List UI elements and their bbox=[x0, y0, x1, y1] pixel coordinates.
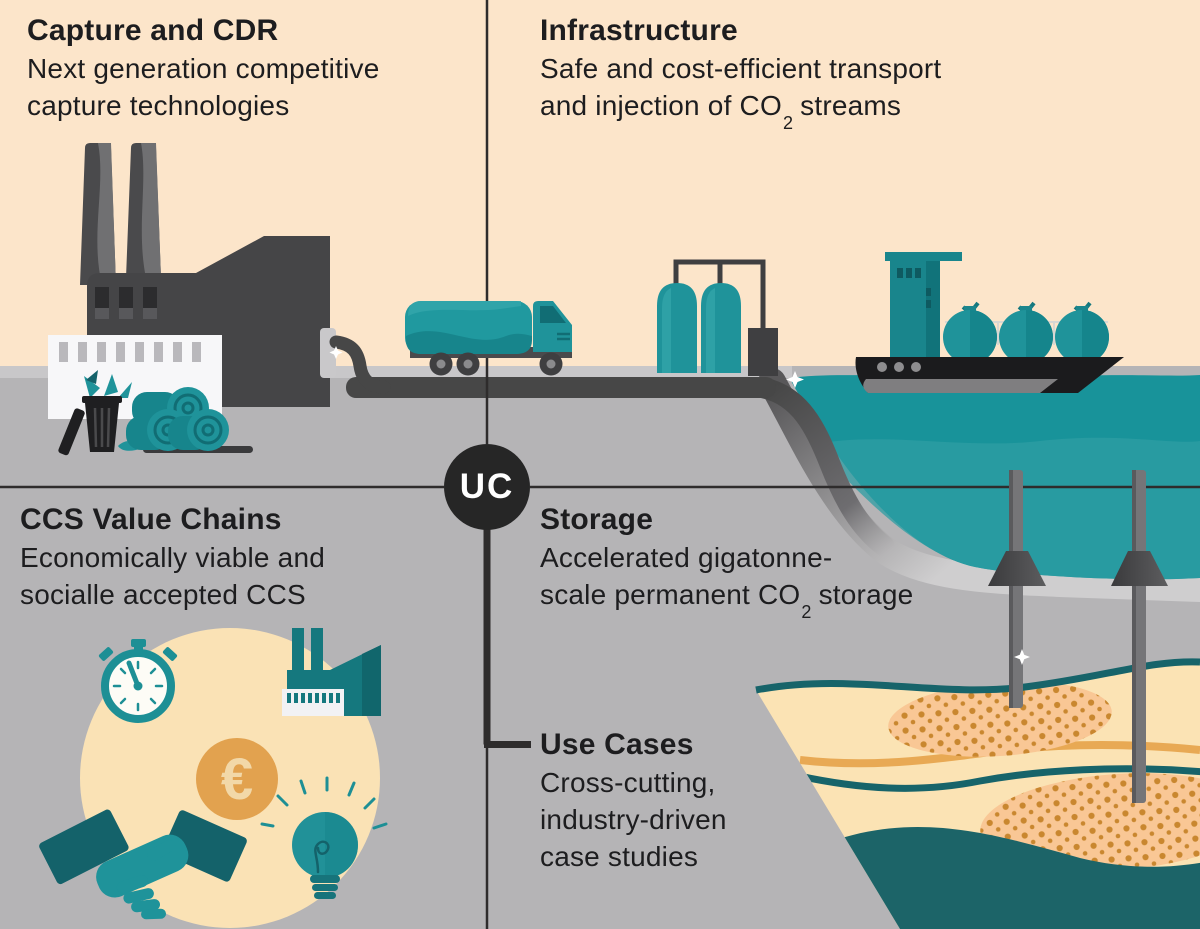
quadrant-ccs-value-chains: CCS Value Chains Economically viable and… bbox=[20, 501, 325, 613]
uc-badge: UC bbox=[444, 444, 530, 530]
factory-pipe-icon bbox=[329, 335, 391, 394]
euro-symbol: € bbox=[221, 747, 253, 812]
wellhead-icon bbox=[1111, 551, 1168, 586]
use-cases-line3: case studies bbox=[540, 841, 699, 872]
quadrant-use-cases: Use Cases Cross-cutting, industry-driven… bbox=[540, 726, 727, 875]
sparkle-icons bbox=[329, 346, 1030, 665]
capture-cdr-title: Capture and CDR bbox=[27, 14, 279, 47]
storage-line1: Accelerated gigatonne- bbox=[540, 542, 833, 573]
biomass-bales-icon bbox=[126, 387, 253, 453]
co2-subscript: 2 bbox=[801, 601, 812, 622]
injection-wells bbox=[988, 470, 1168, 803]
use-cases-line2: industry-driven bbox=[540, 804, 727, 835]
factory-windows bbox=[95, 287, 157, 319]
ccs-value-chains-line2: socialle accepted CCS bbox=[20, 579, 306, 610]
warehouse-windows bbox=[59, 342, 201, 362]
ccs-value-chains-title: CCS Value Chains bbox=[20, 503, 282, 536]
small-factory-icon bbox=[282, 628, 381, 716]
lower-reservoir-layer bbox=[980, 773, 1200, 871]
handshake-icon bbox=[39, 809, 247, 920]
stopwatch-icon bbox=[98, 639, 178, 723]
sea-wave-band bbox=[812, 437, 1200, 580]
ship-gas-spheres bbox=[943, 301, 1109, 364]
infrastructure-title: Infrastructure bbox=[540, 14, 738, 47]
ccs-value-chains-line1: Economically viable and bbox=[20, 542, 325, 573]
factory-icon bbox=[48, 143, 391, 456]
tanker-truck-icon bbox=[405, 301, 572, 376]
capture-cdr-line1: Next generation competitive bbox=[27, 53, 380, 84]
capture-cdr-line2: capture technologies bbox=[27, 90, 290, 121]
value-chain-illustration: € bbox=[39, 628, 388, 928]
use-cases-line1: Cross-cutting, bbox=[540, 767, 716, 798]
upper-reservoir-layer bbox=[888, 681, 1112, 757]
pipeline-icon bbox=[346, 377, 776, 398]
deep-teal-layer bbox=[790, 827, 1200, 929]
pipeline-subsea-curve bbox=[753, 377, 895, 557]
uc-badge-label: UC bbox=[459, 467, 515, 506]
storage-tanks-icon bbox=[657, 259, 778, 376]
infrastructure-line1: Safe and cost-efficient transport bbox=[540, 53, 942, 84]
lightbulb-icon bbox=[260, 776, 388, 899]
euro-coin-icon: € bbox=[196, 738, 278, 820]
quadrant-storage: Storage Accelerated gigatonne- scale per… bbox=[540, 501, 914, 622]
injection-facility-icon bbox=[748, 328, 778, 376]
ship-icon bbox=[855, 252, 1124, 393]
lightbulb-rays bbox=[260, 776, 388, 830]
infrastructure-line2: and injection of CO2 streams bbox=[540, 90, 902, 133]
co2-subscript: 2 bbox=[782, 112, 794, 133]
wellhead-icon bbox=[988, 551, 1046, 586]
sea bbox=[790, 375, 1200, 580]
quadrant-capture-cdr: Capture and CDR Next generation competit… bbox=[27, 12, 379, 124]
storage-line2: scale permanent CO2 storage bbox=[540, 579, 914, 622]
quadrant-infrastructure: Infrastructure Safe and cost-efficient t… bbox=[540, 12, 942, 133]
chimney-smoke bbox=[97, 143, 116, 285]
storage-title: Storage bbox=[540, 503, 654, 536]
chimney-smoke bbox=[141, 143, 161, 278]
use-cases-title: Use Cases bbox=[540, 728, 694, 761]
